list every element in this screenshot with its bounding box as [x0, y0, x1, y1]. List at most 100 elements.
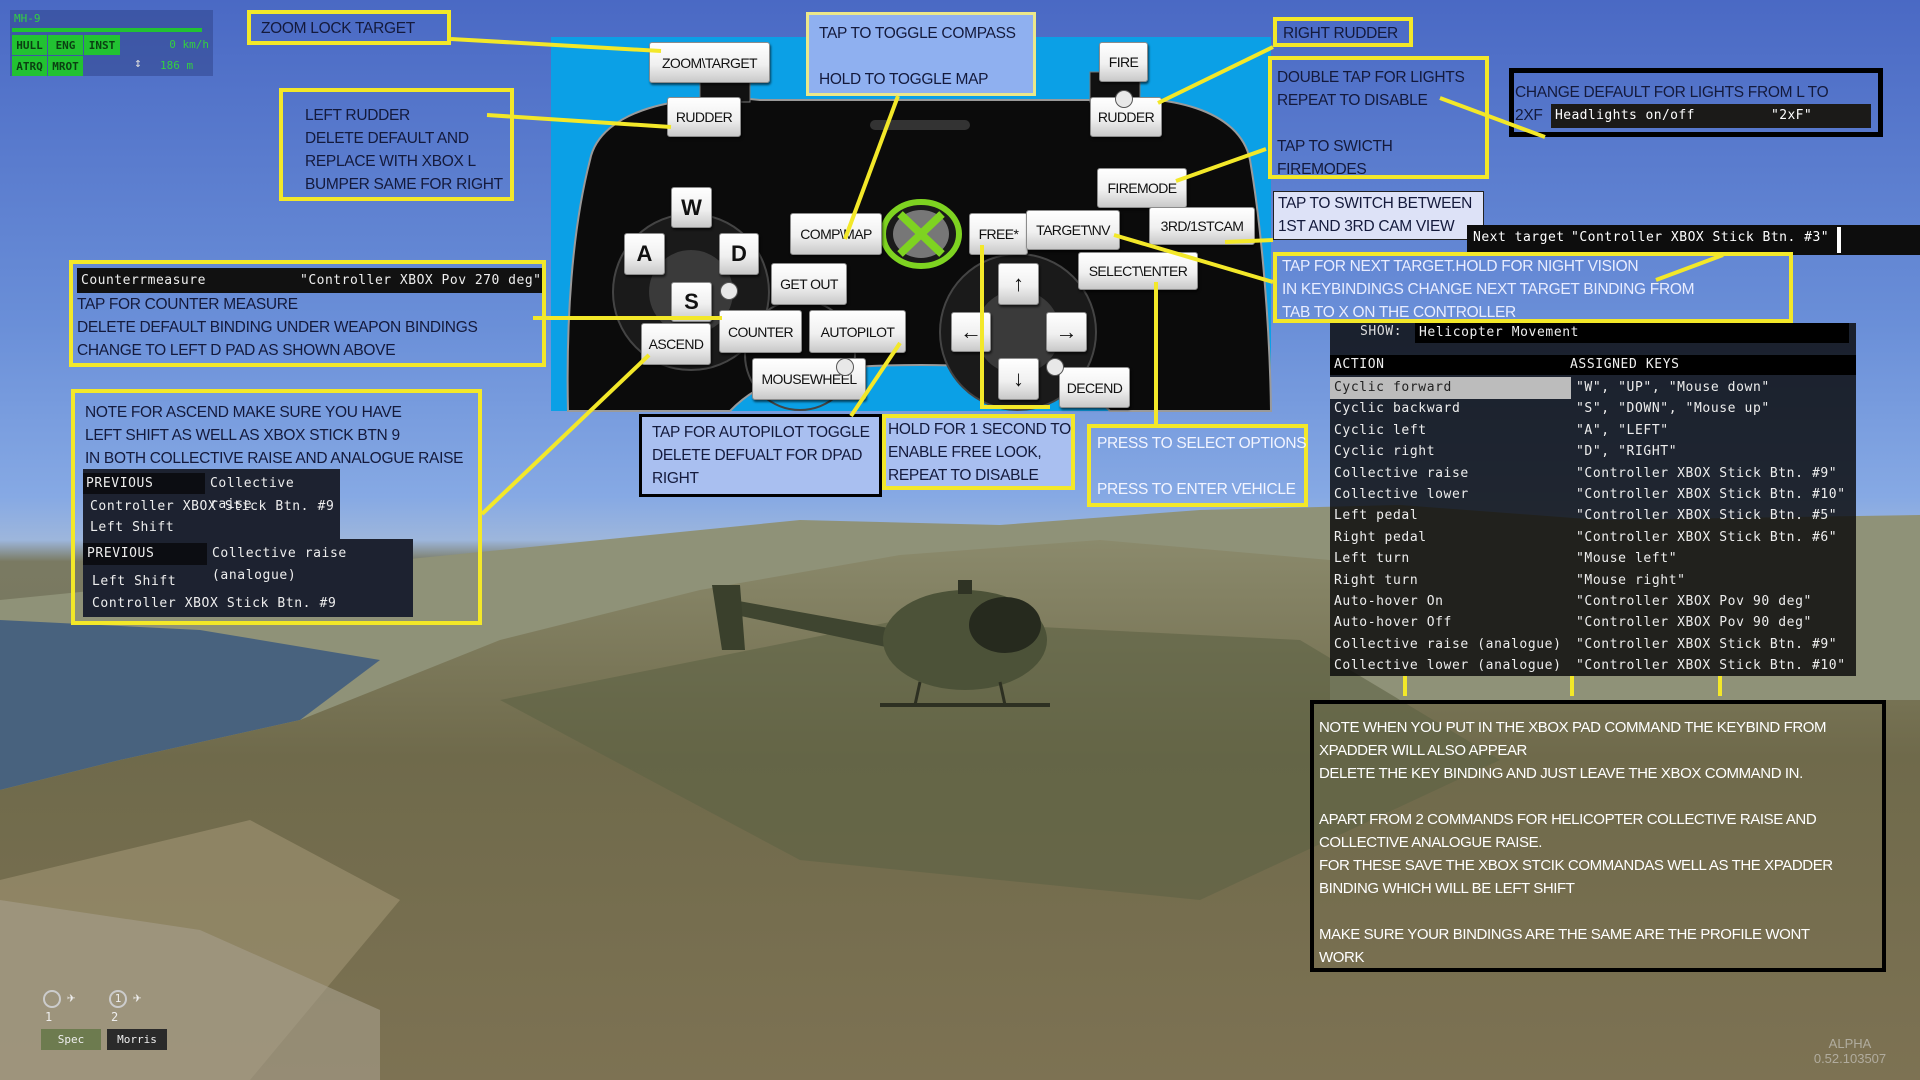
text-line: CHANGE TO LEFT D PAD AS SHOWN ABOVE	[77, 342, 396, 359]
headlights-binding-row: Headlights on/off "2xF"	[1551, 104, 1871, 128]
left-rudder-button[interactable]: RUDDER	[667, 97, 741, 137]
text-line: TAP FOR NEXT TARGET.HOLD FOR NIGHT VISIO…	[1282, 258, 1639, 275]
camera-view-button[interactable]: 3RD/1STCAM	[1149, 207, 1255, 245]
keybinding-action: Right pedal	[1334, 529, 1427, 545]
countermeasure-binding-row: Counterrmeasure "Controller XBOX Pov 270…	[77, 268, 542, 293]
dpad-left-arrow-icon[interactable]: ←	[951, 312, 991, 352]
keybinding-row[interactable]: Cyclic backward"S", "DOWN", "Mouse up"	[1330, 398, 1856, 420]
squad-member-name: Morris	[107, 1029, 167, 1050]
status-atrq: ATRQ	[12, 56, 47, 76]
text-line: FOR THESE SAVE THE XBOX STCIK COMMANDAS …	[1319, 857, 1833, 874]
text-line: HOLD TO TOGGLE MAP	[819, 71, 989, 88]
text-line: DELETE THE KEY BINDING AND JUST LEAVE TH…	[1319, 765, 1803, 782]
keybinding-keys: "Controller XBOX Stick Btn. #5"	[1576, 508, 1838, 524]
right-rudder-button[interactable]: RUDDER	[1090, 97, 1162, 137]
keybinding-keys: "Mouse right"	[1576, 572, 1686, 588]
note-compass-map: TAP TO TOGGLE COMPASS HOLD TO TOGGLE MAP	[806, 12, 1036, 96]
ascend-button[interactable]: ASCEND	[641, 323, 711, 365]
build-watermark: ALPHA 0.52.103507	[1790, 1036, 1910, 1066]
keybinding-action: Cyclic right	[1334, 444, 1436, 460]
text-line: REPEAT TO DISABLE	[888, 467, 1039, 484]
sea	[0, 620, 380, 790]
squad-member-name: Spec	[41, 1029, 101, 1050]
keybinding-row[interactable]: Left pedal"Controller XBOX Stick Btn. #5…	[1330, 505, 1856, 527]
text-line: TAP FOR AUTOPILOT TOGGLE	[652, 424, 870, 441]
select-enter-button[interactable]: SELECT\ENTER	[1078, 252, 1198, 290]
a-key-button[interactable]: A	[624, 233, 665, 275]
keybinding-row[interactable]: Right turn"Mouse right"	[1330, 570, 1856, 592]
s-key-button[interactable]: S	[671, 282, 712, 322]
keybinding-row[interactable]: Right pedal"Controller XBOX Stick Btn. #…	[1330, 527, 1856, 549]
text-line: XPADDER WILL ALSO APPEAR	[1319, 742, 1527, 759]
note-next-target: TAP FOR NEXT TARGET.HOLD FOR NIGHT VISIO…	[1273, 252, 1793, 323]
keybinding-keys: "S", "DOWN", "Mouse up"	[1576, 401, 1770, 417]
keybinding-row[interactable]: Left turn"Mouse left"	[1330, 548, 1856, 570]
binding-action: Counterrmeasure	[81, 273, 206, 288]
firemode-button[interactable]: FIREMODE	[1097, 168, 1187, 208]
fire-button[interactable]: FIRE	[1099, 42, 1148, 82]
previous-key: Controller XBOX Stick Btn. #9	[92, 596, 337, 611]
keybinding-action: Collective raise (analogue)	[1334, 636, 1562, 652]
text-line: MAKE SURE YOUR BINDINGS ARE THE SAME ARE…	[1319, 926, 1810, 943]
text-line	[1319, 785, 1882, 808]
keybinding-row[interactable]: Collective lower (analogue)"Controller X…	[1330, 655, 1856, 677]
text-line: REPEAT TO DISABLE	[1277, 92, 1428, 109]
wrench-icon	[720, 282, 738, 300]
target-nv-button[interactable]: TARGET\NV	[1026, 210, 1120, 250]
keybinding-row[interactable]: Cyclic right"D", "RIGHT"	[1330, 441, 1856, 463]
altitude-arrows-icon: ↕	[134, 56, 142, 71]
watermark-version: 0.52.103507	[1813, 1051, 1887, 1066]
dpad-right-arrow-icon[interactable]: →	[1046, 312, 1087, 352]
keybinding-row[interactable]: Auto-hover Off"Controller XBOX Pov 90 de…	[1330, 612, 1856, 634]
w-key-button[interactable]: W	[671, 187, 712, 228]
decend-button[interactable]: DECEND	[1059, 367, 1130, 408]
altitude-readout: 186 m	[160, 59, 194, 72]
text-line: APART FROM 2 COMMANDS FOR HELICOPTER COL…	[1319, 811, 1817, 828]
keybinding-row[interactable]: Cyclic left"A", "LEFT"	[1330, 420, 1856, 442]
text-line: COLLECTIVE ANALOGUE RAISE.	[1319, 834, 1543, 851]
squad-member[interactable]: 1 ✈ 2 Morris	[107, 990, 167, 1051]
free-look-button[interactable]: FREE*	[969, 213, 1028, 255]
role-number: 1	[109, 990, 127, 1008]
text-line: ZOOM LOCK TARGET	[261, 20, 415, 37]
keybindings-panel: SHOW: Helicopter Movement ACTION ASSIGNE…	[1330, 323, 1856, 676]
note-bottom-instructions: NOTE WHEN YOU PUT IN THE XBOX PAD COMMAN…	[1310, 700, 1886, 972]
keybinding-row[interactable]: Collective lower"Controller XBOX Stick B…	[1330, 484, 1856, 506]
text-line: REPLACE WITH XBOX L	[305, 153, 476, 170]
keybinding-action: Cyclic left	[1334, 422, 1427, 438]
next-target-binding-row: Next target "Controller XBOX Stick Btn. …	[1467, 225, 1920, 255]
text-line: PRESS TO ENTER VEHICLE	[1097, 481, 1296, 498]
text-cursor	[1837, 227, 1841, 253]
text-line: FIREMODES	[1277, 161, 1367, 178]
binding-key: "Controller XBOX Pov 270 deg"	[300, 273, 542, 288]
get-out-button[interactable]: GET OUT	[771, 263, 847, 305]
keybinding-row[interactable]: Cyclic forward"W", "UP", "Mouse down"	[1330, 377, 1856, 399]
keybinding-keys: "Controller XBOX Stick Btn. #9"	[1576, 465, 1838, 481]
counter-button[interactable]: COUNTER	[719, 310, 802, 353]
keybinding-action: Auto-hover On	[1334, 594, 1444, 609]
text-line: TAP FOR COUNTER MEASURE	[77, 296, 298, 313]
d-key-button[interactable]: D	[719, 233, 759, 275]
text-line: DELETE DEFAULT BINDING UNDER WEAPON BIND…	[77, 319, 478, 336]
text-line: TAP TO SWITCH BETWEEN	[1278, 195, 1473, 212]
wrench-icon	[836, 358, 854, 376]
text-line: TAB TO X ON THE CONTROLLER	[1282, 304, 1516, 321]
squad-member[interactable]: ✈ 1 Spec	[41, 990, 101, 1051]
watermark-label: ALPHA	[1828, 1036, 1872, 1051]
text-line: PRESS TO SELECT OPTIONS	[1097, 435, 1307, 452]
zoom-target-button[interactable]: ZOOM\TARGET	[649, 42, 770, 83]
text-line: DELETE DEFAULT AND	[305, 130, 469, 147]
autopilot-button[interactable]: AUTOPILOT	[809, 310, 906, 353]
keybinding-row[interactable]: Collective raise (analogue)"Controller X…	[1330, 634, 1856, 656]
keybinding-keys: "W", "UP", "Mouse down"	[1576, 380, 1770, 395]
keybinding-row[interactable]: Collective raise"Controller XBOX Stick B…	[1330, 463, 1856, 485]
dpad-down-arrow-icon[interactable]: ↓	[998, 358, 1039, 400]
keybinding-row[interactable]: Auto-hover On"Controller XBOX Pov 90 deg…	[1330, 591, 1856, 613]
keybinding-keys: "Controller XBOX Stick Btn. #10"	[1576, 487, 1846, 502]
show-category-select[interactable]: Helicopter Movement	[1415, 323, 1849, 343]
comp-map-button[interactable]: COMP\MAP	[790, 213, 882, 255]
squad-slot-number: 1	[45, 1010, 53, 1024]
dpad-up-arrow-icon[interactable]: ↑	[998, 263, 1039, 305]
text-line: NOTE WHEN YOU PUT IN THE XBOX PAD COMMAN…	[1319, 719, 1827, 736]
